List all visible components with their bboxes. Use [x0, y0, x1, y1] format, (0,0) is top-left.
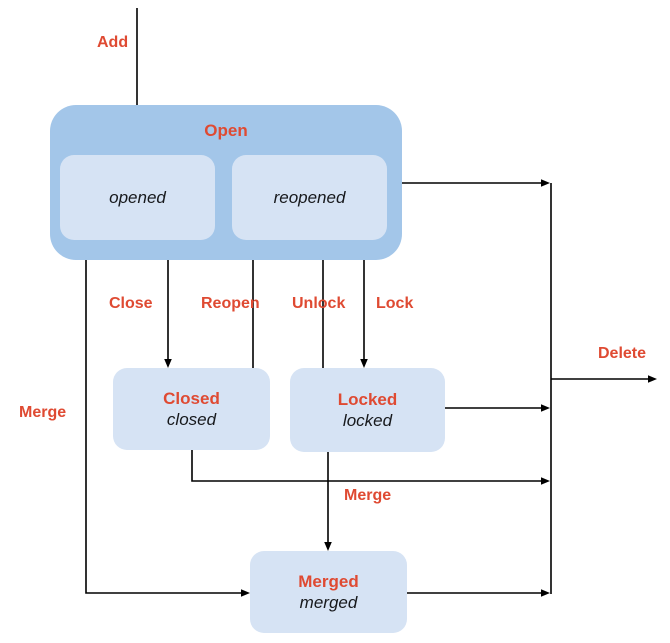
- closed-to-delete-line: [191, 450, 542, 482]
- state-closed-subtitle: closed: [166, 410, 217, 429]
- locked-to-delete-arrowhead: [541, 404, 550, 412]
- transition-reopen-label: Reopen: [201, 295, 260, 312]
- merge-from-open-line: [85, 260, 242, 594]
- delete-arrowhead: [648, 375, 657, 383]
- transition-merge-from-locked-label: Merge: [344, 487, 392, 504]
- state-locked-title: Locked: [337, 390, 398, 409]
- state-closed: Closed closed: [113, 368, 270, 450]
- state-closed-title: Closed: [163, 389, 220, 408]
- state-locked-subtitle: locked: [342, 411, 393, 430]
- transition-close-label: Close: [109, 295, 153, 312]
- merge-from-open-arrowhead: [241, 589, 250, 597]
- state-reopened: reopened: [232, 155, 387, 240]
- state-merged-subtitle: merged: [299, 593, 358, 612]
- merge-from-locked-arrowhead: [324, 542, 332, 551]
- state-opened: opened: [60, 155, 215, 240]
- state-merged-title: Merged: [298, 572, 359, 591]
- state-reopened-label: reopened: [273, 188, 346, 207]
- closed-to-delete-arrowhead: [541, 477, 550, 485]
- transition-merge-from-open-label: Merge: [19, 404, 67, 421]
- close-arrowhead: [164, 359, 172, 368]
- lock-arrowhead: [360, 359, 368, 368]
- transition-add-label: Add: [97, 34, 129, 51]
- transition-delete-label: Delete: [598, 345, 647, 362]
- merged-to-delete-arrowhead: [541, 589, 550, 597]
- state-open-label: Open: [204, 121, 248, 140]
- state-merged: Merged merged: [250, 551, 407, 633]
- transition-unlock-label: Unlock: [292, 295, 346, 312]
- open-to-delete-arrowhead: [541, 179, 550, 187]
- state-opened-label: opened: [109, 188, 166, 207]
- state-locked: Locked locked: [290, 368, 445, 452]
- transition-lock-label: Lock: [376, 295, 414, 312]
